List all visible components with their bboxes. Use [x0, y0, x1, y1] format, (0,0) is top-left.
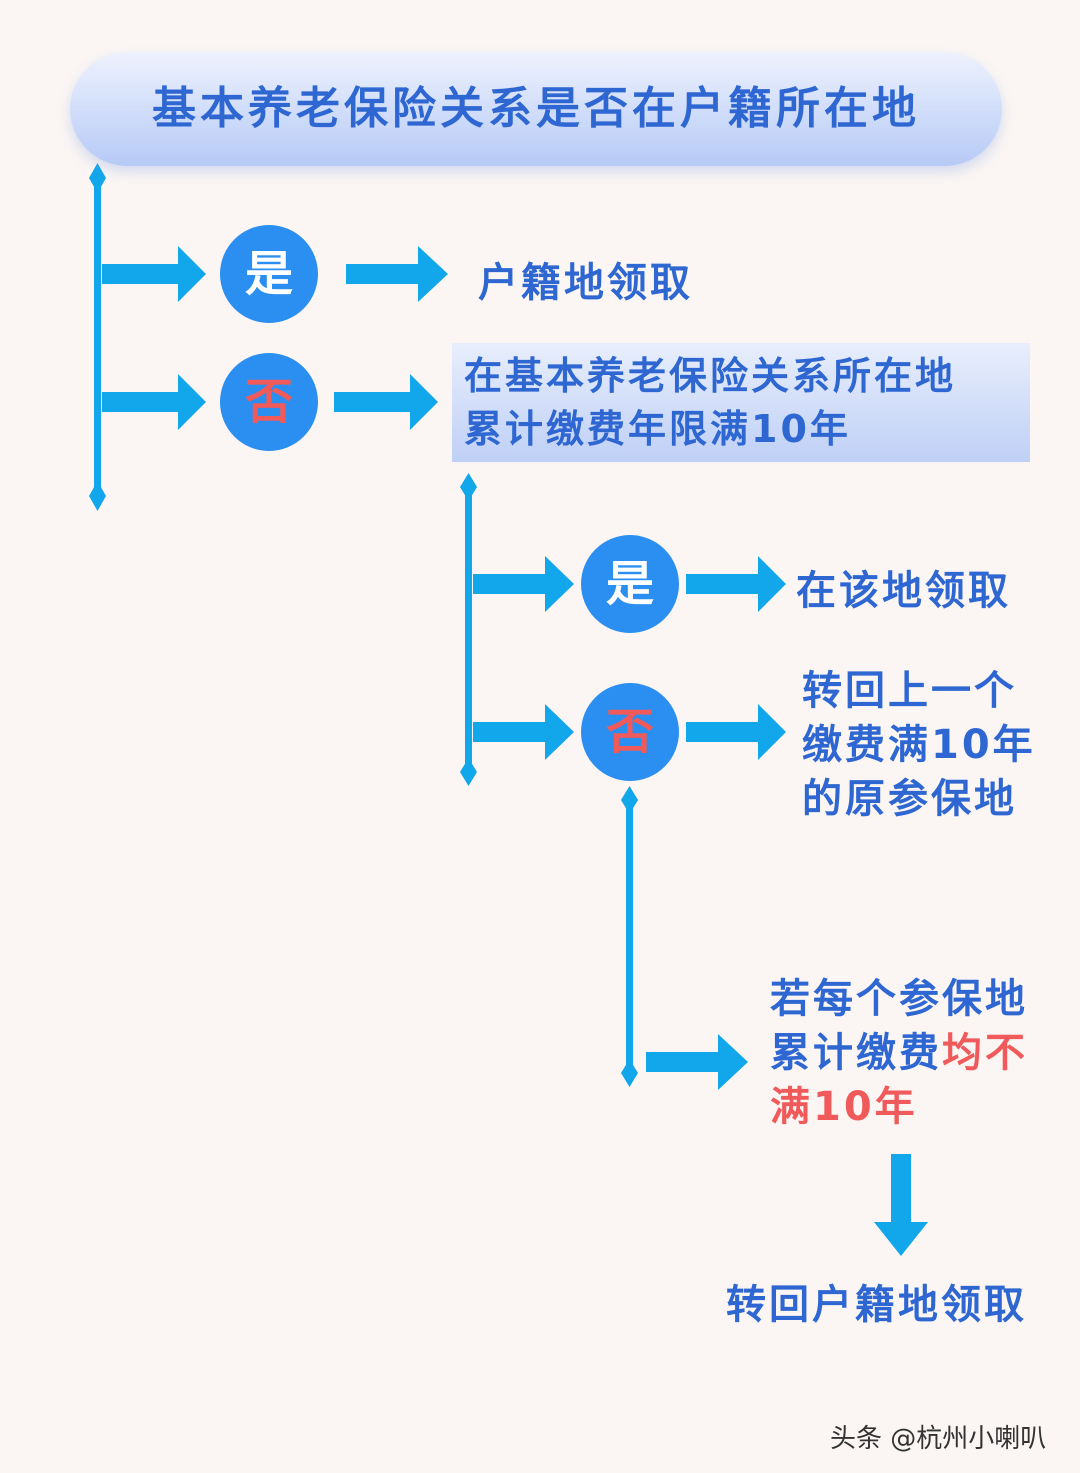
- yes-badge: 是: [581, 535, 679, 633]
- diagram-title: 基本养老保险关系是否在户籍所在地: [152, 83, 920, 134]
- result-local-claim: 在该地领取: [796, 568, 1011, 614]
- arrow-right-icon: [102, 246, 206, 302]
- result-line: 的原参保地: [802, 776, 1017, 822]
- highlight-text: 均不: [942, 1030, 1028, 1076]
- arrow-right-icon: [646, 1034, 748, 1090]
- watermark: 头条 @杭州小喇叭: [830, 1424, 1047, 1454]
- diamond-cap: [460, 758, 477, 786]
- result-return-hukou-claim: 转回户籍地领取: [726, 1282, 1027, 1328]
- result-line: 缴费满10年: [802, 722, 1036, 768]
- condition-text-part: 累计缴费: [770, 1030, 942, 1076]
- title-banner: [70, 52, 1002, 166]
- main-vertical-line: [94, 178, 101, 496]
- arrow-right-icon: [473, 556, 574, 612]
- no-badge: 否: [581, 683, 679, 781]
- diamond-cap: [89, 481, 106, 511]
- yes-badge: 是: [220, 225, 318, 323]
- condition-line: 累计缴费年限满10年: [464, 407, 851, 451]
- result-hukou-claim: 户籍地领取: [478, 260, 693, 306]
- condition-line: 累计缴费均不: [770, 1026, 1060, 1080]
- arrow-right-icon: [473, 704, 574, 760]
- condition-box: [452, 343, 1030, 462]
- arrow-right-icon: [346, 246, 448, 302]
- result-previous-insured-place: 转回上一个 缴费满10年 的原参保地: [802, 664, 1062, 826]
- diamond-cap: [621, 786, 638, 814]
- diamond-cap: [460, 473, 477, 501]
- arrow-right-icon: [334, 374, 438, 430]
- arrow-right-icon: [686, 704, 786, 760]
- arrow-down-icon: [874, 1154, 928, 1256]
- arrow-right-icon: [686, 556, 786, 612]
- diamond-cap: [621, 1059, 638, 1087]
- diamond-cap: [89, 163, 106, 193]
- level3-vertical-line: [626, 800, 633, 1073]
- arrow-right-icon: [102, 374, 206, 430]
- highlight-text: 满10年: [770, 1084, 918, 1130]
- condition-all-under-10-years: 若每个参保地 累计缴费均不 满10年: [770, 972, 1060, 1134]
- result-line: 转回上一个: [802, 668, 1017, 714]
- condition-line: 若每个参保地: [770, 976, 1028, 1022]
- no-badge: 否: [220, 353, 318, 451]
- level2-vertical-line: [465, 487, 472, 772]
- condition-text: 在基本养老保险关系所在地 累计缴费年限满10年: [464, 350, 1024, 456]
- condition-line: 在基本养老保险关系所在地: [464, 354, 957, 398]
